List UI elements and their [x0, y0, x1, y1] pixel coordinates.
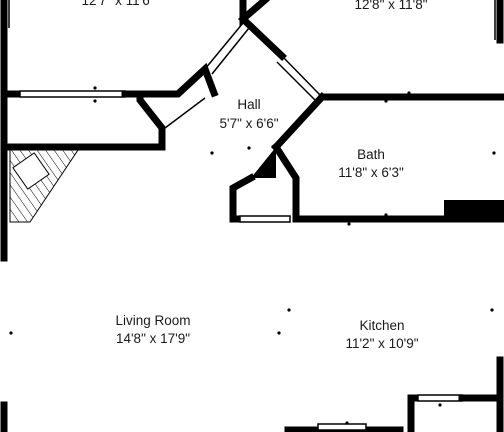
wall-bath-inner [229, 173, 256, 223]
door-bath [239, 215, 291, 223]
kitchen-dims: 11'2" x 10'9" [345, 336, 418, 351]
tick [490, 308, 494, 312]
window-kitchen [417, 394, 463, 402]
tick [210, 151, 214, 155]
room-labels: 12'7" x 11'6" 12'8" x 11'8" Hall 5'7" x … [81, 0, 427, 351]
hall-dims: 5'7" x 6'6" [219, 116, 278, 131]
window-bottom [317, 423, 367, 431]
tick [287, 308, 291, 312]
tick [277, 331, 281, 335]
fireplace-box [12, 152, 50, 190]
door-hall-left [164, 97, 206, 129]
bath-name: Bath [357, 147, 385, 162]
door-hall-upper-b [211, 27, 250, 75]
tick [384, 213, 388, 217]
kitchen-name: Kitchen [359, 318, 404, 333]
tick [93, 86, 97, 90]
wall-kitchen-bottom [407, 394, 422, 432]
wall-closet [6, 90, 166, 151]
bedroom-right-dims: 12'8" x 11'8" [354, 0, 427, 12]
wall-bath-left [271, 142, 504, 223]
tick [438, 403, 442, 407]
bath-dims: 11'8" x 6'3" [338, 165, 404, 180]
door-bedroom-left [19, 90, 126, 98]
door-hall-right [281, 55, 323, 98]
fireplace [9, 149, 79, 223]
wall-hall-upper [239, 0, 270, 27]
wall-hall-upper-right [238, 14, 287, 61]
tick [384, 99, 388, 103]
living-room-name: Living Room [115, 313, 190, 328]
living-room-dims: 14'8" x 17'9" [116, 331, 190, 346]
tick [347, 222, 351, 226]
tick [9, 331, 13, 335]
wall-closet-inner [136, 62, 219, 98]
bath-fixture [444, 200, 504, 222]
door-hall-upper [204, 22, 244, 70]
tick [247, 146, 251, 150]
door-hall-right-b [276, 61, 317, 102]
tick [345, 421, 349, 425]
dimension-ticks [9, 86, 496, 425]
bedroom-left-dims: 12'7" x 11'6" [81, 0, 154, 8]
tick [407, 91, 411, 95]
tick [492, 151, 496, 155]
wall-bath-diag [271, 92, 327, 152]
bath-fill-triangle [251, 147, 276, 178]
hall-name: Hall [237, 97, 260, 112]
tick [93, 99, 97, 103]
